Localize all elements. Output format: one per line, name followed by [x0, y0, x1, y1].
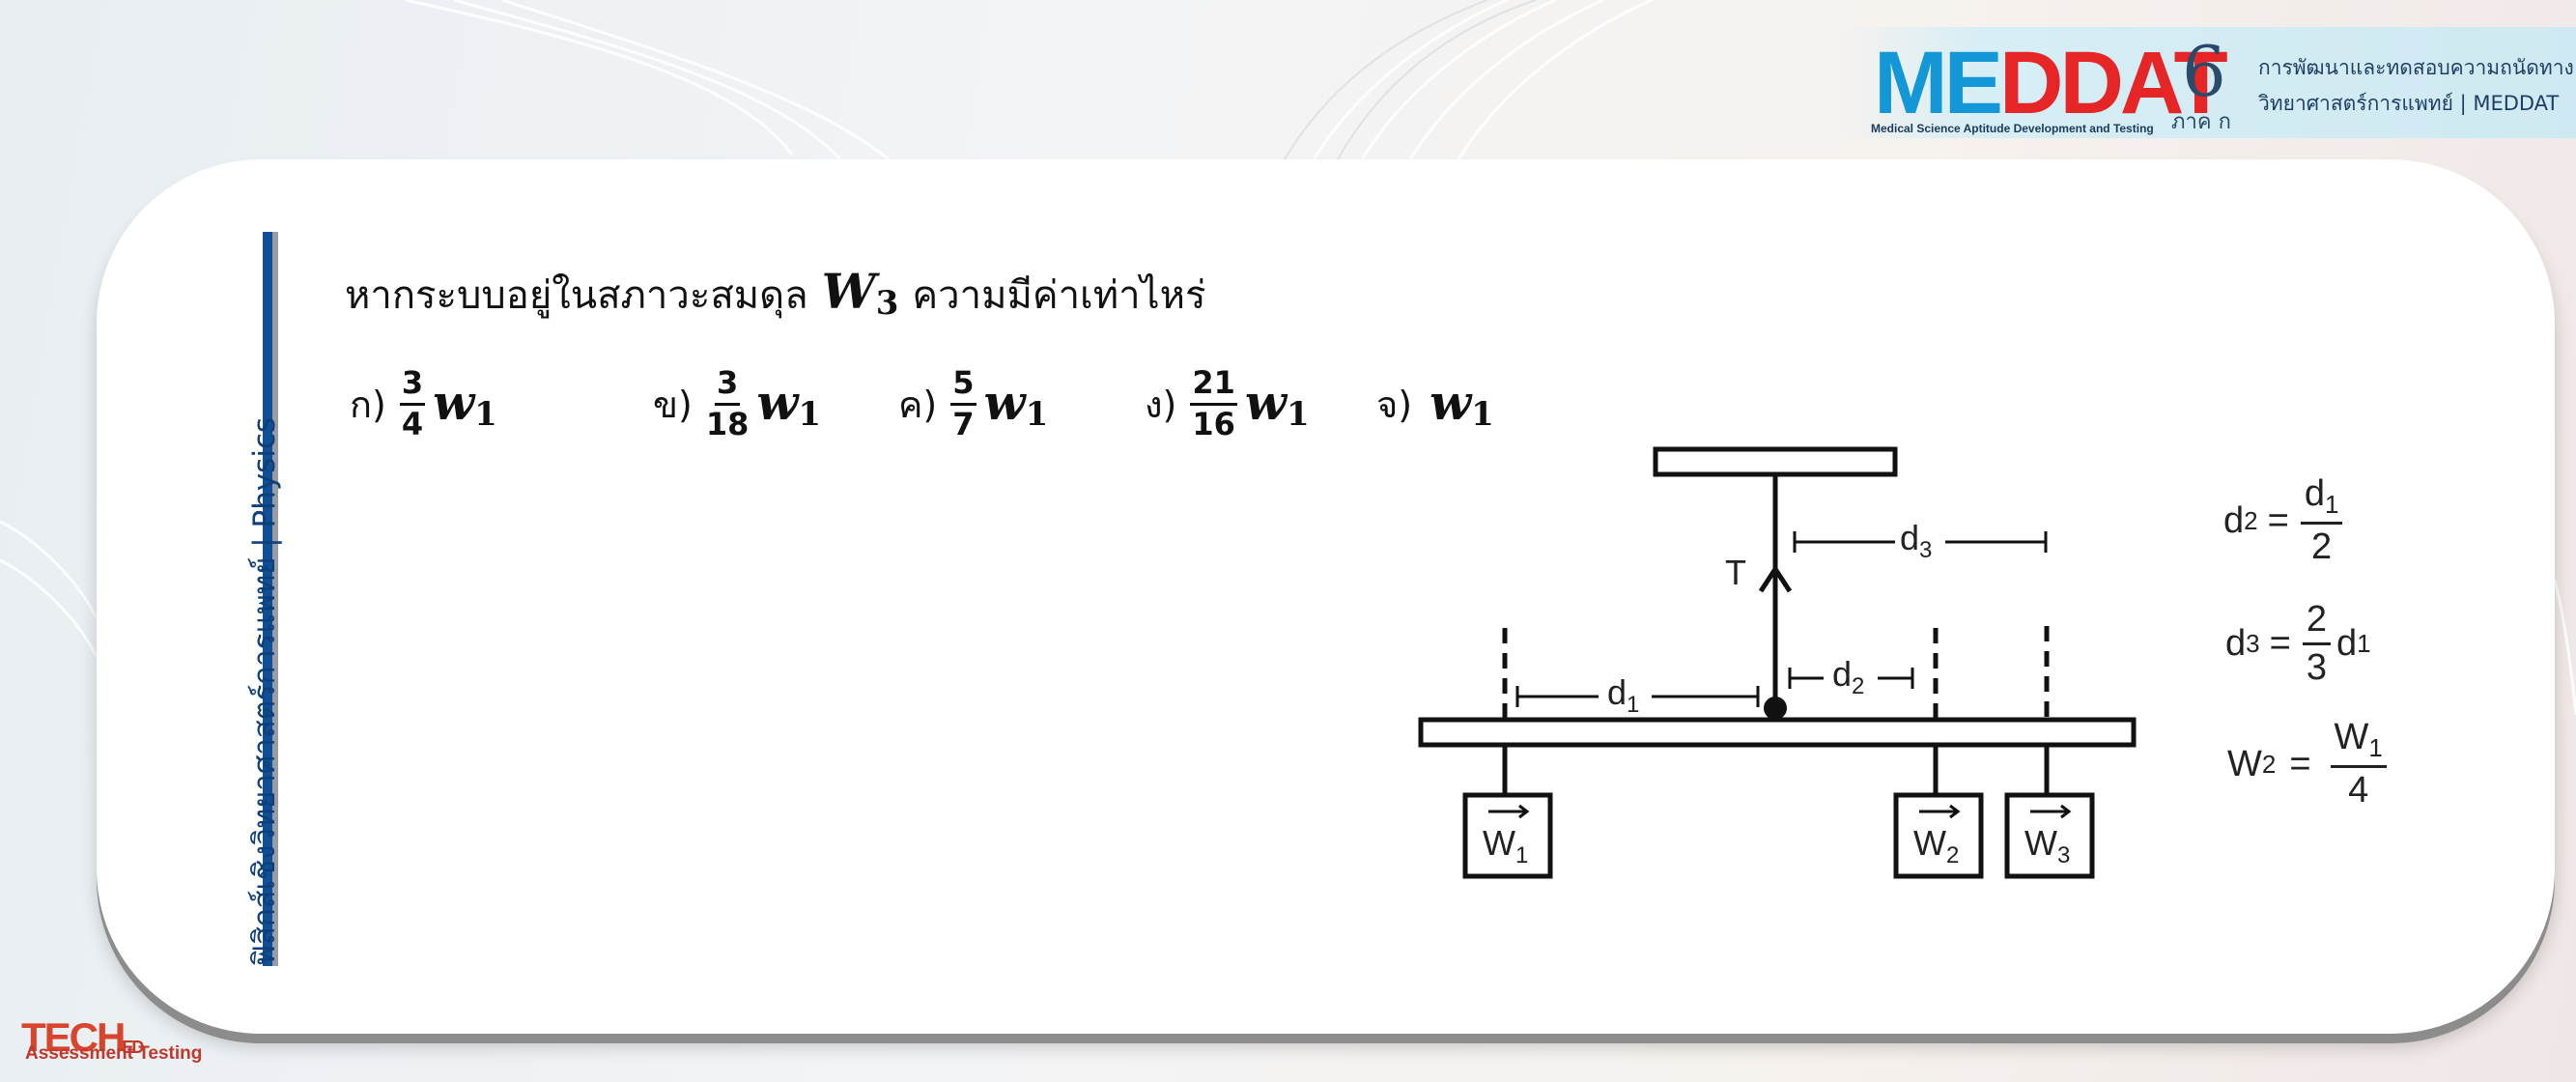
choice-e-label: จ) [1376, 383, 1413, 426]
choice-e-variable: w1 [1430, 374, 1494, 434]
subject-label: ฟิสิกส์เชิงวิทยาศาสตร์การแพทย์ | Physics [247, 416, 282, 966]
header-tagline: การพัฒนาและทดสอบความถนัดทาง วิทยาศาสตร์ก… [2258, 50, 2574, 122]
side-accent-blue [263, 232, 272, 966]
question-text-after: ความมีค่าเท่าไหร่ [912, 273, 1206, 318]
edition-number: 6 [2182, 31, 2226, 112]
choice-e[interactable]: จ) w1 [1376, 356, 1508, 452]
question-text-before: หากระบบอยู่ในสภาวะสมดุล [345, 273, 808, 318]
tagline-line-2: วิทยาศาสตร์การแพทย์ | MEDDAT [2258, 91, 2560, 115]
question-variable: W3 [821, 263, 899, 323]
side-accent-gray [270, 232, 278, 966]
teched-logo: TECHED Assessment Testing [21, 1014, 203, 1064]
choice-d-label: ง) [1145, 383, 1177, 426]
question-text: หากระบบอยู่ในสภาวะสมดุล W3 ความมีค่าเท่า… [345, 263, 1206, 330]
logo-red-text: DDAT [1999, 34, 2228, 132]
logo-blue-text: ME [1874, 34, 2003, 132]
part-label: ภาค ก [2171, 110, 2231, 134]
choice-a-label: ก) [350, 383, 386, 426]
content-card [97, 159, 2555, 1034]
choice-a-variable: w1 [433, 374, 497, 434]
tagline-line-1: การพัฒนาและทดสอบความถนัดทาง [2258, 56, 2574, 79]
meddat-logo: MEDDAT [1874, 39, 2228, 128]
header-band [1835, 27, 2576, 138]
choice-c-variable: w1 [983, 374, 1049, 434]
choice-b-variable: w1 [756, 374, 822, 434]
choice-d-variable: w1 [1244, 374, 1310, 434]
logo-subtitle: Medical Science Aptitude Development and… [1871, 122, 2154, 135]
choice-c-label: ค) [898, 383, 938, 426]
choice-b-label: ข) [653, 383, 693, 426]
